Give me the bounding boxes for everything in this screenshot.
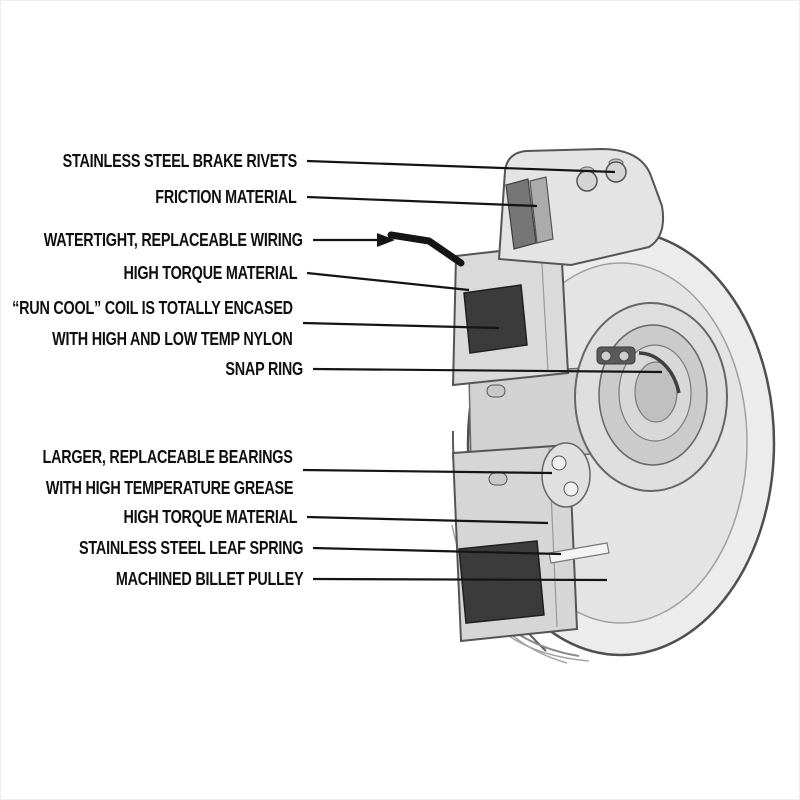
callout-leaf-spring: STAINLESS STEEL LEAF SPRING [78, 538, 303, 558]
callout-friction-material: FRICTION MATERIAL [155, 187, 297, 207]
callout-bearings-line1: LARGER, REPLACEABLE BEARINGS [42, 447, 293, 467]
callout-run-cool-coil-line2: WITH HIGH AND LOW TEMP NYLON [52, 329, 294, 349]
leader-high-torque-upper [306, 271, 470, 292]
wiring-arrowhead-icon [377, 233, 395, 247]
field-coil-upper [463, 284, 528, 354]
leader-billet-pulley [312, 577, 608, 582]
leaf-spring-part [548, 542, 610, 564]
leader-friction-material [306, 195, 538, 208]
snap-ring-part [638, 351, 681, 394]
bearing-ball [551, 455, 567, 471]
armature-plate [505, 178, 537, 250]
housing-seam [540, 246, 549, 372]
callout-wiring: WATERTIGHT, REPLACEABLE WIRING [44, 230, 303, 250]
callout-run-cool-coil-line1: “RUN COOL” COIL IS TOTALLY ENCASED [12, 298, 293, 318]
callout-brake-rivets: STAINLESS STEEL BRAKE RIVETS [62, 151, 298, 171]
leader-snap-ring [312, 367, 663, 374]
bearing-ball [563, 481, 579, 497]
callout-billet-pulley: MACHINED BILLET PULLEY [115, 569, 303, 589]
bearing-ball [618, 350, 630, 362]
leader-run-cool-coil [302, 321, 500, 330]
leader-brake-rivets [306, 159, 616, 174]
brake-rivet-left [576, 170, 598, 192]
bearing-lower [541, 442, 591, 508]
leader-high-torque-lower [306, 515, 549, 525]
bearing-ball [600, 350, 612, 362]
leader-lines [302, 159, 663, 582]
callout-snap-ring: SNAP RING [225, 359, 303, 379]
bearing-upper [596, 346, 636, 365]
callout-bearings-line2: WITH HIGH TEMPERATURE GREASE [45, 478, 294, 498]
friction-material-pad [529, 176, 554, 244]
wire-lead [387, 231, 465, 267]
hub-bore [574, 302, 728, 492]
callout-high-torque-upper: HIGH TORQUE MATERIAL [123, 263, 297, 283]
callout-high-torque-lower: HIGH TORQUE MATERIAL [123, 507, 297, 527]
leader-bearings [302, 468, 553, 475]
leader-leaf-spring [312, 546, 562, 556]
stud-pin [486, 384, 506, 398]
field-coil-lower [458, 540, 545, 624]
stud-pin [488, 472, 508, 486]
